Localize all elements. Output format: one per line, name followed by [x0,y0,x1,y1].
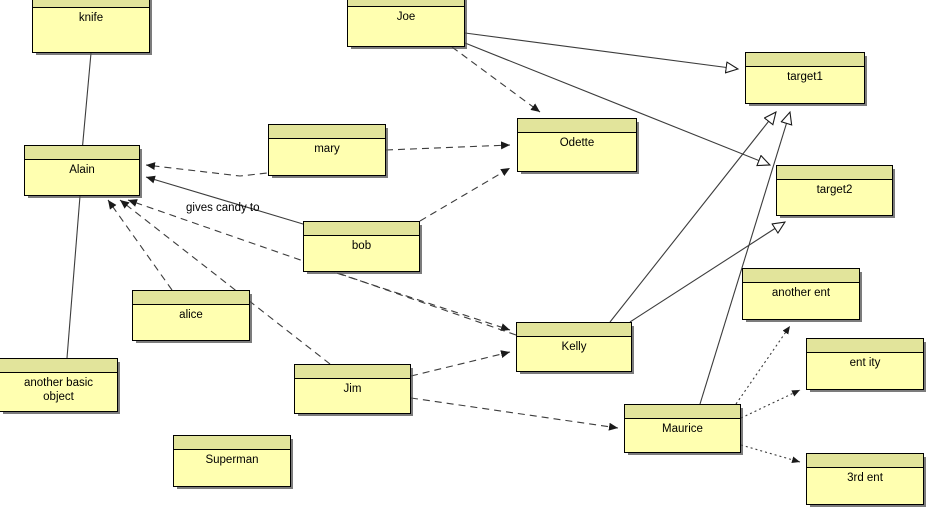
node-header-3rd_ent [807,454,923,468]
edge-joe-odette[interactable] [451,46,541,113]
edge-bob-odette[interactable] [419,167,511,222]
node-header-basic_object [0,359,117,373]
edge-jim-kelly[interactable] [410,350,511,377]
node-header-odette [518,119,636,133]
node-header-knife [33,0,149,8]
edge-alain-basic-object[interactable] [66,195,81,359]
node-header-ent_ity [807,339,923,353]
node-label-bob: bob [304,236,419,271]
node-label-mary: mary [269,139,385,175]
edge-jim-maurice[interactable] [410,397,619,431]
node-header-target1 [746,53,864,67]
node-label-maurice: Maurice [625,419,740,452]
node-joe[interactable]: Joe [347,0,465,47]
node-target1[interactable]: target1 [745,52,865,104]
edge-alice-alain[interactable] [107,199,173,291]
edge-bob-kelly[interactable] [302,261,511,331]
node-3rd_ent[interactable]: 3rd ent [806,453,924,505]
node-label-target2: target2 [777,180,892,215]
node-header-mary [269,125,385,139]
edge-label-gives-candy-to: gives candy to [186,202,260,214]
node-header-superman [174,436,290,450]
node-label-knife: knife [33,8,149,52]
node-alice[interactable]: alice [132,290,250,341]
edge-maurice-ent-ity[interactable] [740,389,801,419]
node-maurice[interactable]: Maurice [624,404,741,453]
node-header-alice [133,291,249,305]
edge-maurice-target1[interactable] [699,112,790,405]
node-header-maurice [625,405,740,419]
node-another_ent[interactable]: another ent [742,268,860,320]
node-label-alice: alice [133,305,249,340]
node-jim[interactable]: Jim [294,364,411,414]
node-label-superman: Superman [174,450,290,486]
node-kelly[interactable]: Kelly [516,322,632,372]
node-bob[interactable]: bob [303,221,420,272]
edge-bob-alain-candy[interactable] [145,175,304,225]
node-header-another_ent [743,269,859,283]
node-header-bob [304,222,419,236]
node-ent_ity[interactable]: ent ity [806,338,924,390]
node-label-odette: Odette [518,133,636,171]
node-label-ent_ity: ent ity [807,353,923,389]
node-basic_object[interactable]: another basic object [0,358,118,412]
node-mary[interactable]: mary [268,124,386,176]
node-label-alain: Alain [25,160,139,195]
node-label-3rd_ent: 3rd ent [807,468,923,504]
node-header-kelly [517,323,631,337]
node-header-jim [295,365,410,379]
edge-mary-odette[interactable] [385,141,511,151]
node-header-target2 [777,166,892,180]
edge-joe-target1[interactable] [464,32,738,69]
node-alain[interactable]: Alain [24,145,140,196]
node-label-jim: Jim [295,379,410,413]
node-label-joe: Joe [348,7,464,46]
node-header-joe [348,0,464,7]
node-label-basic_object: another basic object [0,373,117,411]
node-knife[interactable]: knife [32,0,150,53]
node-label-target1: target1 [746,67,864,103]
node-label-kelly: Kelly [517,337,631,371]
node-target2[interactable]: target2 [776,165,893,216]
node-odette[interactable]: Odette [517,118,637,172]
node-superman[interactable]: Superman [173,435,291,487]
edge-maurice-another[interactable] [735,325,791,405]
node-label-another_ent: another ent [743,283,859,319]
edge-maurice-3rd-ent[interactable] [740,444,801,464]
node-header-alain [25,146,139,160]
